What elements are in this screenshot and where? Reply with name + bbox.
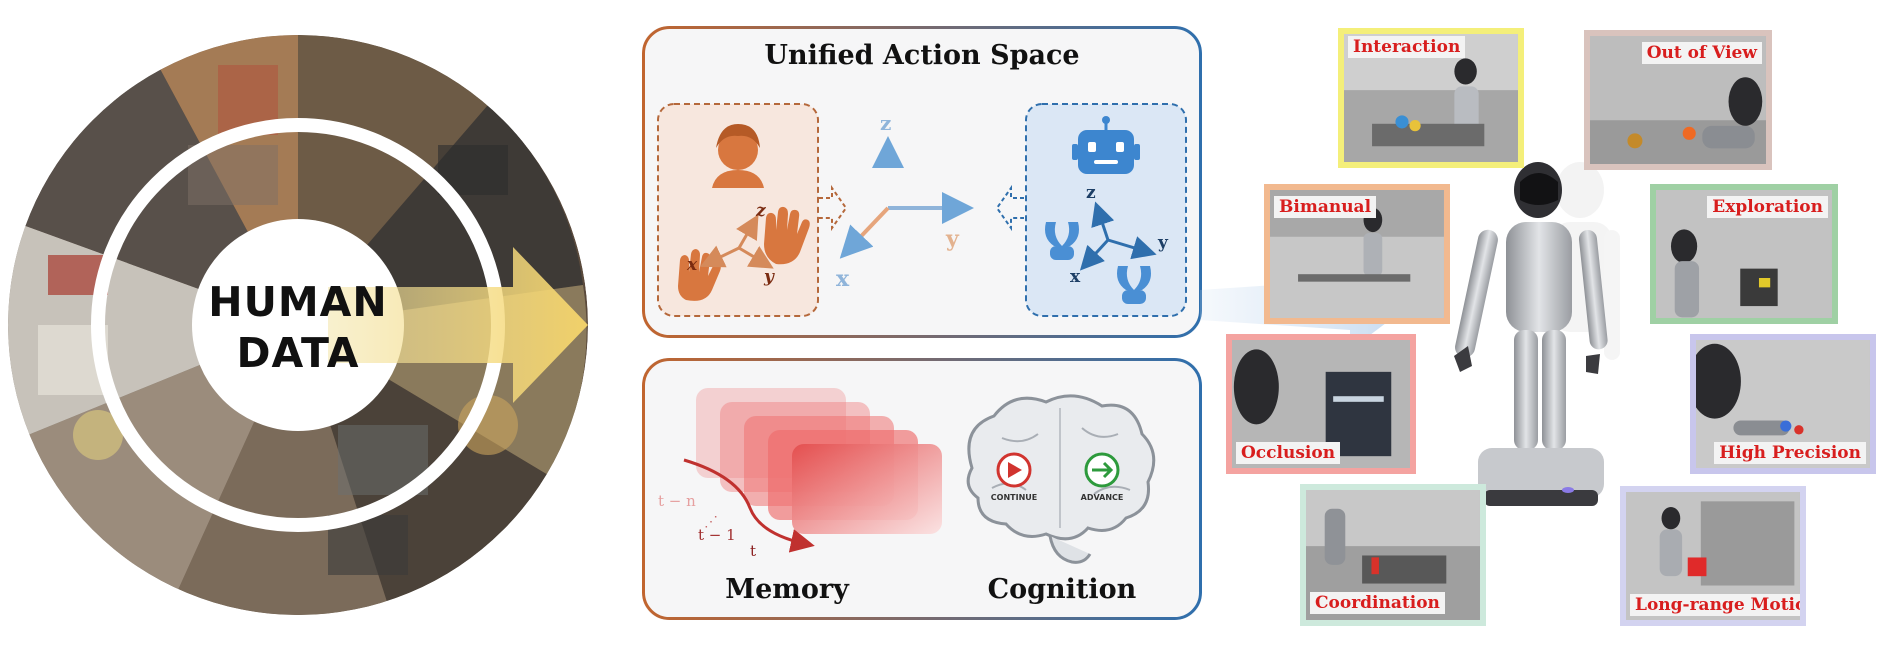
robot-axis-y: y — [1157, 233, 1169, 253]
memory-frames-stack — [696, 388, 942, 534]
task-bimanual-label: Bimanual — [1274, 196, 1377, 218]
human-data-ring: HUMAN DATA — [8, 35, 588, 615]
task-coordination-label: Coordination — [1310, 592, 1445, 614]
task-out-of-view: Out of View — [1584, 30, 1772, 170]
task-long-range-motion: Long-range Motion — [1620, 486, 1806, 626]
memory-t-n: t − n — [658, 492, 696, 510]
cognition-label: Cognition — [988, 574, 1137, 605]
brain-icon: CONTINUE ADVANCE — [966, 394, 1156, 564]
action-space-title: Unified Action Space — [764, 40, 1080, 71]
human-title-line1: HUMAN — [208, 278, 387, 326]
memory-t-1: t − 1 — [698, 526, 736, 544]
memory-cognition-diagram: t − n ⋰ t − 1 t Memory CONTINUE ADVANCE … — [658, 388, 1156, 605]
human-head-icon — [712, 124, 764, 188]
robot-to-unified-arrow — [995, 184, 1024, 232]
robot-axis-z: z — [1086, 183, 1096, 203]
task-bimanual: Bimanual — [1264, 184, 1450, 324]
memory-label: Memory — [725, 574, 850, 605]
robot-head-icon — [1072, 116, 1140, 174]
task-out-of-view-label: Out of View — [1641, 42, 1762, 64]
memory-cognition-panel: t − n ⋰ t − 1 t Memory CONTINUE ADVANCE … — [642, 358, 1202, 620]
task-interaction-label: Interaction — [1348, 36, 1466, 58]
task-high-precision: High Precision — [1690, 334, 1876, 474]
human-title-line2: DATA — [236, 329, 359, 377]
big-arrow — [328, 247, 588, 403]
memory-t: t — [750, 542, 756, 560]
left-hand-icon — [678, 249, 721, 301]
task-long-range-motion-label: Long-range Motion — [1630, 594, 1800, 616]
task-interaction: Interaction — [1338, 28, 1524, 168]
humanoid-robot — [1454, 162, 1620, 506]
unified-axis-x: x — [836, 266, 850, 292]
human-axis-x: x — [686, 255, 698, 275]
human-to-unified-arrow — [819, 184, 848, 232]
robot-axis-x: x — [1070, 267, 1081, 287]
task-occlusion-label: Occlusion — [1236, 442, 1341, 464]
human-action-box: z x y — [657, 103, 819, 317]
right-hand-icon — [764, 206, 810, 265]
robot-gripper-icon-right — [1117, 266, 1151, 304]
task-coordination: Coordination — [1300, 484, 1486, 626]
task-exploration-label: Exploration — [1707, 196, 1828, 218]
advance-label: ADVANCE — [1081, 493, 1124, 502]
action-space-diagram: z x y z y x — [657, 103, 1187, 317]
human-axis-z: z — [755, 201, 766, 221]
task-high-precision-label: High Precision — [1714, 442, 1866, 464]
unified-axis-z: z — [880, 111, 891, 135]
svg-text:⋰: ⋰ — [704, 514, 718, 530]
unified-action-space-panel: Unified Action Space — [642, 26, 1202, 338]
task-occlusion: Occlusion — [1226, 334, 1416, 474]
robot-gripper-icon-left — [1045, 222, 1079, 260]
memory-time-arrow — [683, 458, 815, 553]
unified-axes: z y x — [836, 111, 974, 292]
unified-axis-y: y — [945, 226, 960, 252]
human-axis-y: y — [763, 267, 775, 287]
robot-action-box: z y x — [1025, 103, 1187, 317]
task-exploration: Exploration — [1650, 184, 1838, 324]
continue-label: CONTINUE — [991, 493, 1037, 502]
